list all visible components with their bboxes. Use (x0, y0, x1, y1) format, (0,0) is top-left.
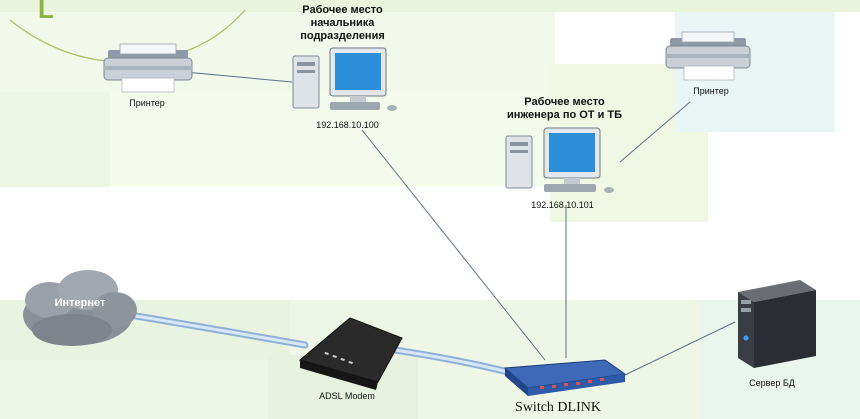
ws-eng-ip: 192.168.10.101 (531, 200, 594, 210)
server-db-icon (738, 280, 816, 368)
background-panel-left-mid (0, 92, 110, 187)
background-panel-top-left (0, 0, 555, 92)
ws-eng-title-line1: Рабочее место (524, 96, 605, 108)
switch-label: Switch DLINK (515, 400, 601, 415)
ws-head-title: Рабочее место начальника подразделения (285, 4, 400, 43)
cable-internet-modem-highlight (128, 313, 307, 347)
background-panel-top-band (0, 0, 860, 12)
logo-fragment: L (38, 0, 54, 24)
ws-eng-title-line2: инженера по ОТ и ТБ (506, 109, 623, 121)
ws-eng-title: Рабочее место инженера по ОТ и ТБ (492, 96, 637, 122)
modem-label: ADSL Modem (319, 391, 375, 401)
internet-cloud-icon (23, 270, 137, 346)
link-ws-head-to-switch (361, 129, 546, 361)
switch-dlink-icon (503, 359, 627, 396)
internet-label: Интернет (54, 297, 106, 309)
cable-modem-switch-highlight (393, 348, 510, 374)
ws-head-title-line1: Рабочее место (302, 4, 383, 16)
adsl-modem-icon (298, 317, 403, 390)
printer-left-icon (103, 43, 193, 93)
ws-head-ip: 192.168.10.100 (316, 120, 379, 130)
printer-left-label: Принтер (129, 98, 165, 108)
printer-right-icon (665, 31, 751, 81)
ws-head-title-line2: начальника (310, 17, 375, 29)
link-switch-to-server (624, 321, 736, 376)
printer-right-label: Принтер (693, 86, 729, 96)
link-printer-left-to-ws-head (184, 71, 293, 83)
server-label: Сервер БД (749, 378, 795, 388)
workstation-engineer-icon (505, 127, 614, 193)
workstation-head-icon (292, 47, 397, 111)
ws-head-title-line3: подразделения (300, 30, 385, 42)
link-printer-right-to-ws-eng (619, 101, 691, 163)
